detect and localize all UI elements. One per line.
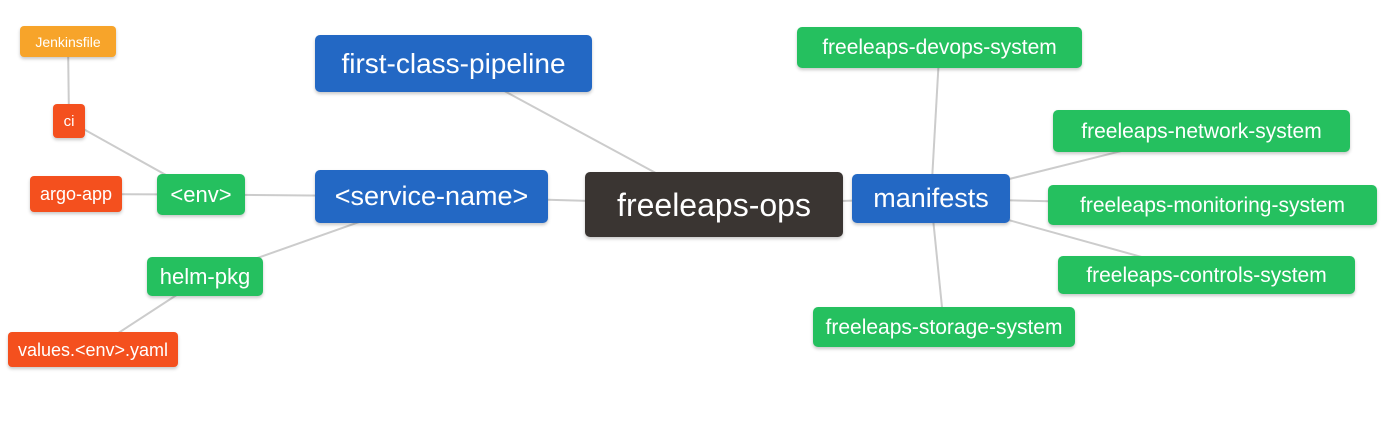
node-service-name[interactable]: <service-name> xyxy=(315,170,548,223)
node-env[interactable]: <env> xyxy=(157,174,245,215)
node-freeleaps-storage-system[interactable]: freeleaps-storage-system xyxy=(813,307,1075,347)
node-ci[interactable]: ci xyxy=(53,104,85,138)
node-freeleaps-network-system[interactable]: freeleaps-network-system xyxy=(1053,110,1350,152)
node-argo-app[interactable]: argo-app xyxy=(30,176,122,212)
node-freeleaps-devops-system[interactable]: freeleaps-devops-system xyxy=(797,27,1082,68)
node-helm-pkg[interactable]: helm-pkg xyxy=(147,257,263,296)
node-freeleaps-monitoring-system[interactable]: freeleaps-monitoring-system xyxy=(1048,185,1377,225)
node-jenkinsfile[interactable]: Jenkinsfile xyxy=(20,26,116,57)
node-freeleaps-ops-root[interactable]: freeleaps-ops xyxy=(585,172,843,237)
node-manifests[interactable]: manifests xyxy=(852,174,1010,223)
node-first-class-pipeline[interactable]: first-class-pipeline xyxy=(315,35,592,92)
node-freeleaps-controls-system[interactable]: freeleaps-controls-system xyxy=(1058,256,1355,294)
node-values-env-yaml[interactable]: values.<env>.yaml xyxy=(8,332,178,367)
